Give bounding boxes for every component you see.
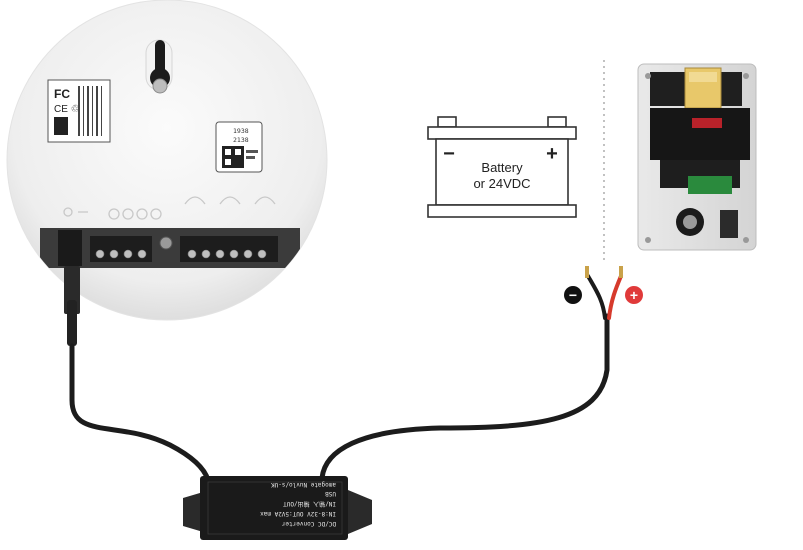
svg-text:CE ♲: CE ♲: [54, 104, 80, 115]
battery-icon: − + Battery or 24VDC: [427, 116, 577, 218]
positive-symbol: +: [630, 287, 638, 303]
converter-usb: USB: [325, 490, 336, 497]
converter-title: DC/DC Converter: [281, 520, 336, 527]
negative-terminal-badge: −: [564, 286, 582, 304]
positive-terminal-badge: +: [625, 286, 643, 304]
barrel-plug: [64, 266, 80, 346]
power-wire-pair: [585, 266, 623, 320]
control-panel-box: [637, 63, 757, 251]
negative-symbol: −: [569, 287, 577, 303]
hub-code-top: 1938: [233, 127, 249, 135]
dc-dc-converter: DC/DC Converter IN:8-32V OUT:5V2A max IN…: [183, 476, 372, 540]
converter-brand: amogate Nuvlo/s-UK: [271, 481, 336, 488]
battery-minus: −: [443, 143, 455, 165]
battery-sublabel: or 24VDC: [473, 176, 530, 191]
terminal-strip: [40, 228, 300, 268]
mounting-keyhole-icon: [145, 39, 173, 94]
battery-label: Battery: [481, 160, 523, 175]
hub-device: FC CE ♲ 1938 2138: [6, 0, 328, 321]
cable-to-hub: [69, 343, 211, 483]
converter-specs: IN:8-32V OUT:5V2A max: [260, 510, 336, 517]
fcc-label: FC CE ♲: [47, 79, 111, 143]
cable-to-power: [319, 313, 610, 481]
converter-io: IN/输入 输出/OUT: [283, 500, 336, 508]
hub-code-bottom: 2138: [233, 136, 249, 144]
svg-text:FC: FC: [54, 87, 70, 101]
qr-code-label: 1938 2138: [215, 121, 263, 173]
battery-plus: +: [546, 143, 558, 165]
